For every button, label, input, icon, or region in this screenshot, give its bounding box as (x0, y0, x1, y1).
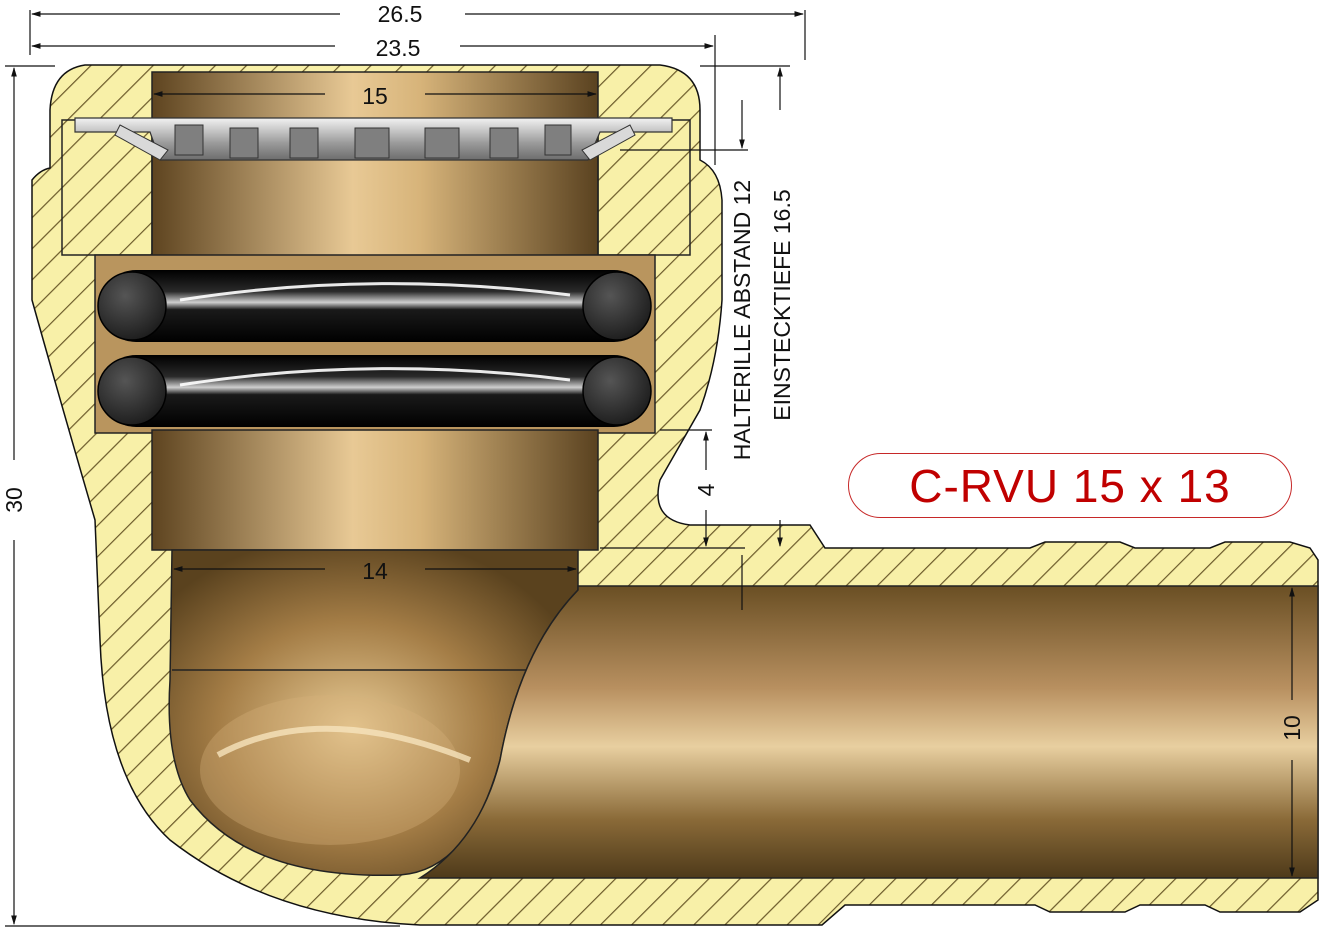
dim-overall-width: 26.5 (378, 1, 423, 27)
dim-retaining-distance: 4 (693, 483, 719, 496)
dim-overall-height: 30 (1, 487, 27, 513)
product-label-box: C-RVU 15 x 13 (848, 453, 1292, 518)
steel-grip-ring (74, 117, 673, 161)
oring-lower (97, 355, 652, 427)
dim-inner-bore: 14 (362, 558, 388, 584)
product-name: C-RVU 15 x 13 (909, 459, 1231, 512)
label-einstecktiefe: EINSTECKTIEFE 16.5 (769, 189, 795, 420)
label-halterille-abstand: HALTERILLE ABSTAND 12 (729, 180, 755, 460)
dim-outlet-bore: 10 (1279, 715, 1305, 741)
outlet-bore (417, 585, 1319, 879)
dim-body-width: 23.5 (376, 35, 421, 61)
oring-upper (97, 270, 652, 342)
dim-pipe-outer: 15 (362, 83, 388, 109)
lower-bore (151, 429, 599, 551)
